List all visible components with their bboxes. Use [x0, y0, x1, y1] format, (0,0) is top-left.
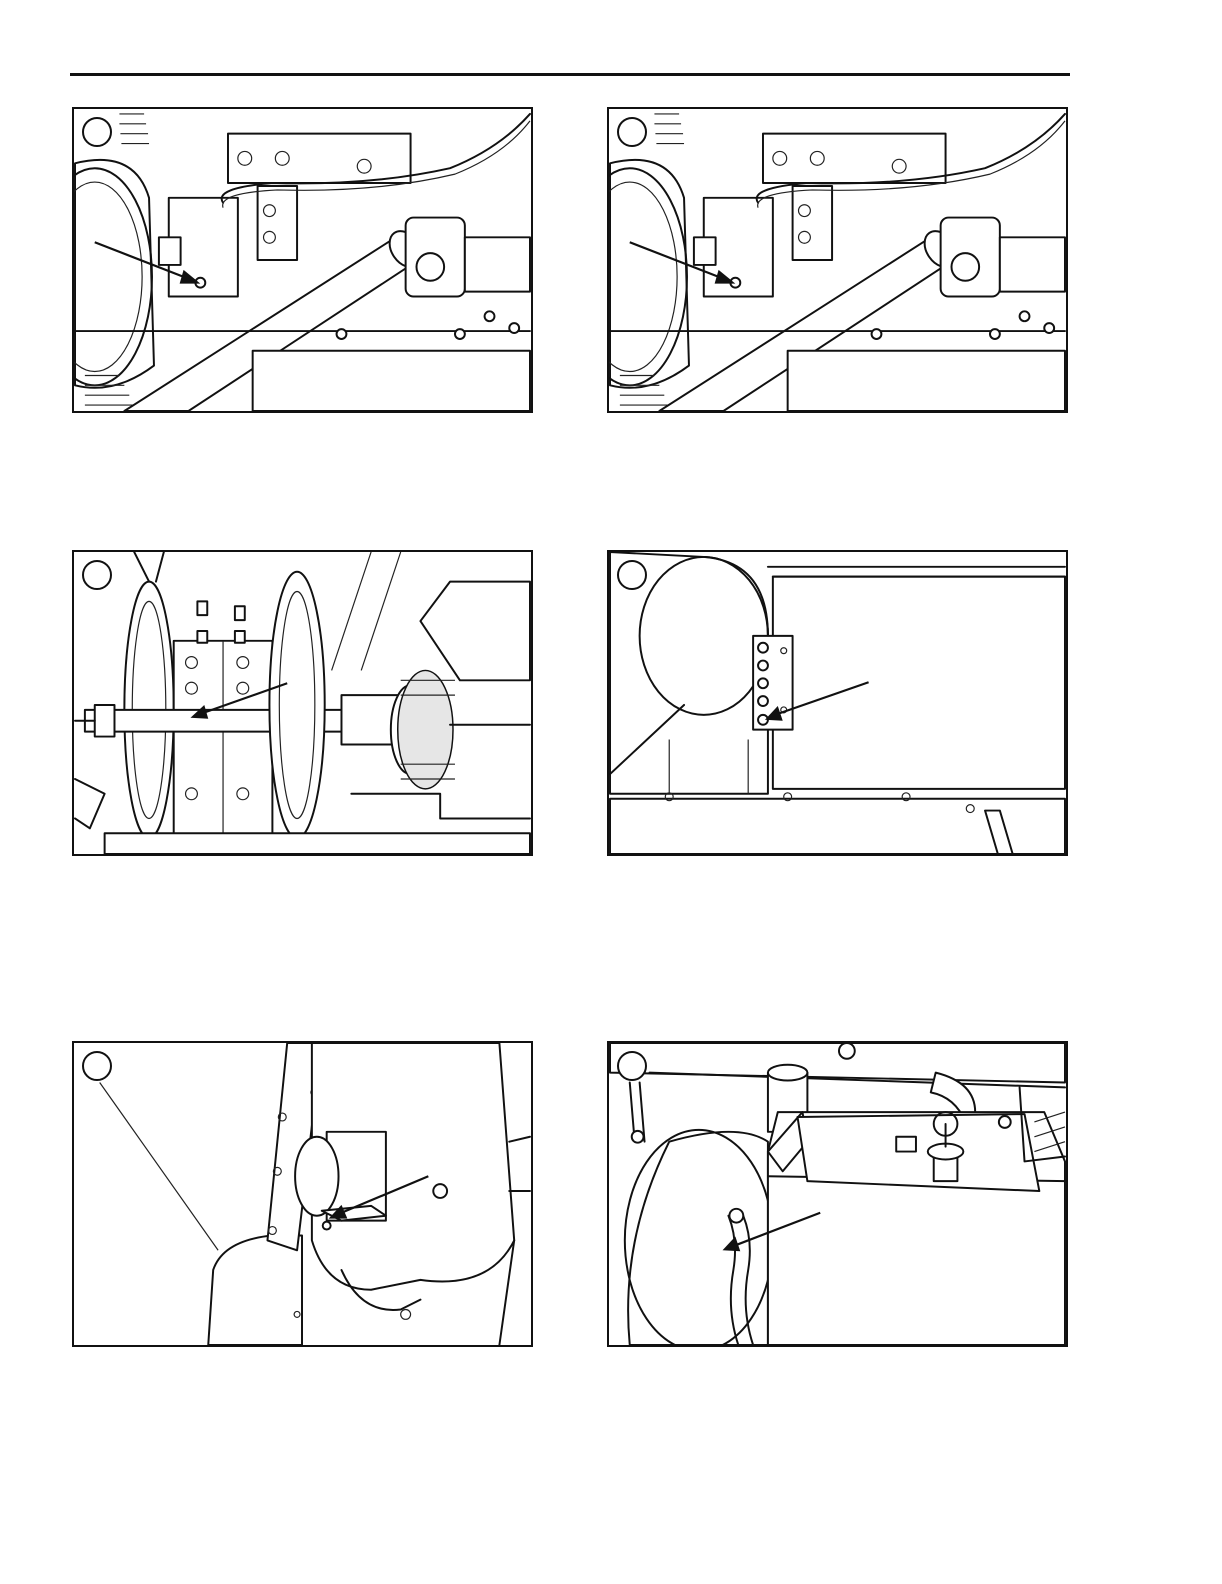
figure-3-illustration — [74, 552, 531, 854]
header-rule — [70, 73, 1070, 76]
figure-2-callout-badge — [617, 117, 647, 147]
figure-1 — [72, 107, 533, 413]
figure-6-callout-number — [619, 1053, 645, 1079]
figure-1-callout-number — [84, 119, 110, 145]
figure-4-illustration — [609, 552, 1066, 854]
figure-3-callout-badge — [82, 560, 112, 590]
figure-5-callout-number — [84, 1053, 110, 1079]
figure-1-illustration — [74, 109, 531, 411]
figure-5-callout-badge — [82, 1051, 112, 1081]
figure-4 — [607, 550, 1068, 856]
figure-1-callout-badge — [82, 117, 112, 147]
figure-2 — [607, 107, 1068, 413]
figure-2-callout-number — [619, 119, 645, 145]
figure-2-illustration — [609, 109, 1066, 411]
figure-6-illustration — [609, 1043, 1066, 1345]
figure-5-illustration — [74, 1043, 531, 1345]
figure-5 — [72, 1041, 533, 1347]
figure-6 — [607, 1041, 1068, 1347]
figure-6-callout-badge — [617, 1051, 647, 1081]
figure-3 — [72, 550, 533, 856]
figure-4-callout-badge — [617, 560, 647, 590]
figure-4-callout-number — [619, 562, 645, 588]
figure-3-callout-number — [84, 562, 110, 588]
